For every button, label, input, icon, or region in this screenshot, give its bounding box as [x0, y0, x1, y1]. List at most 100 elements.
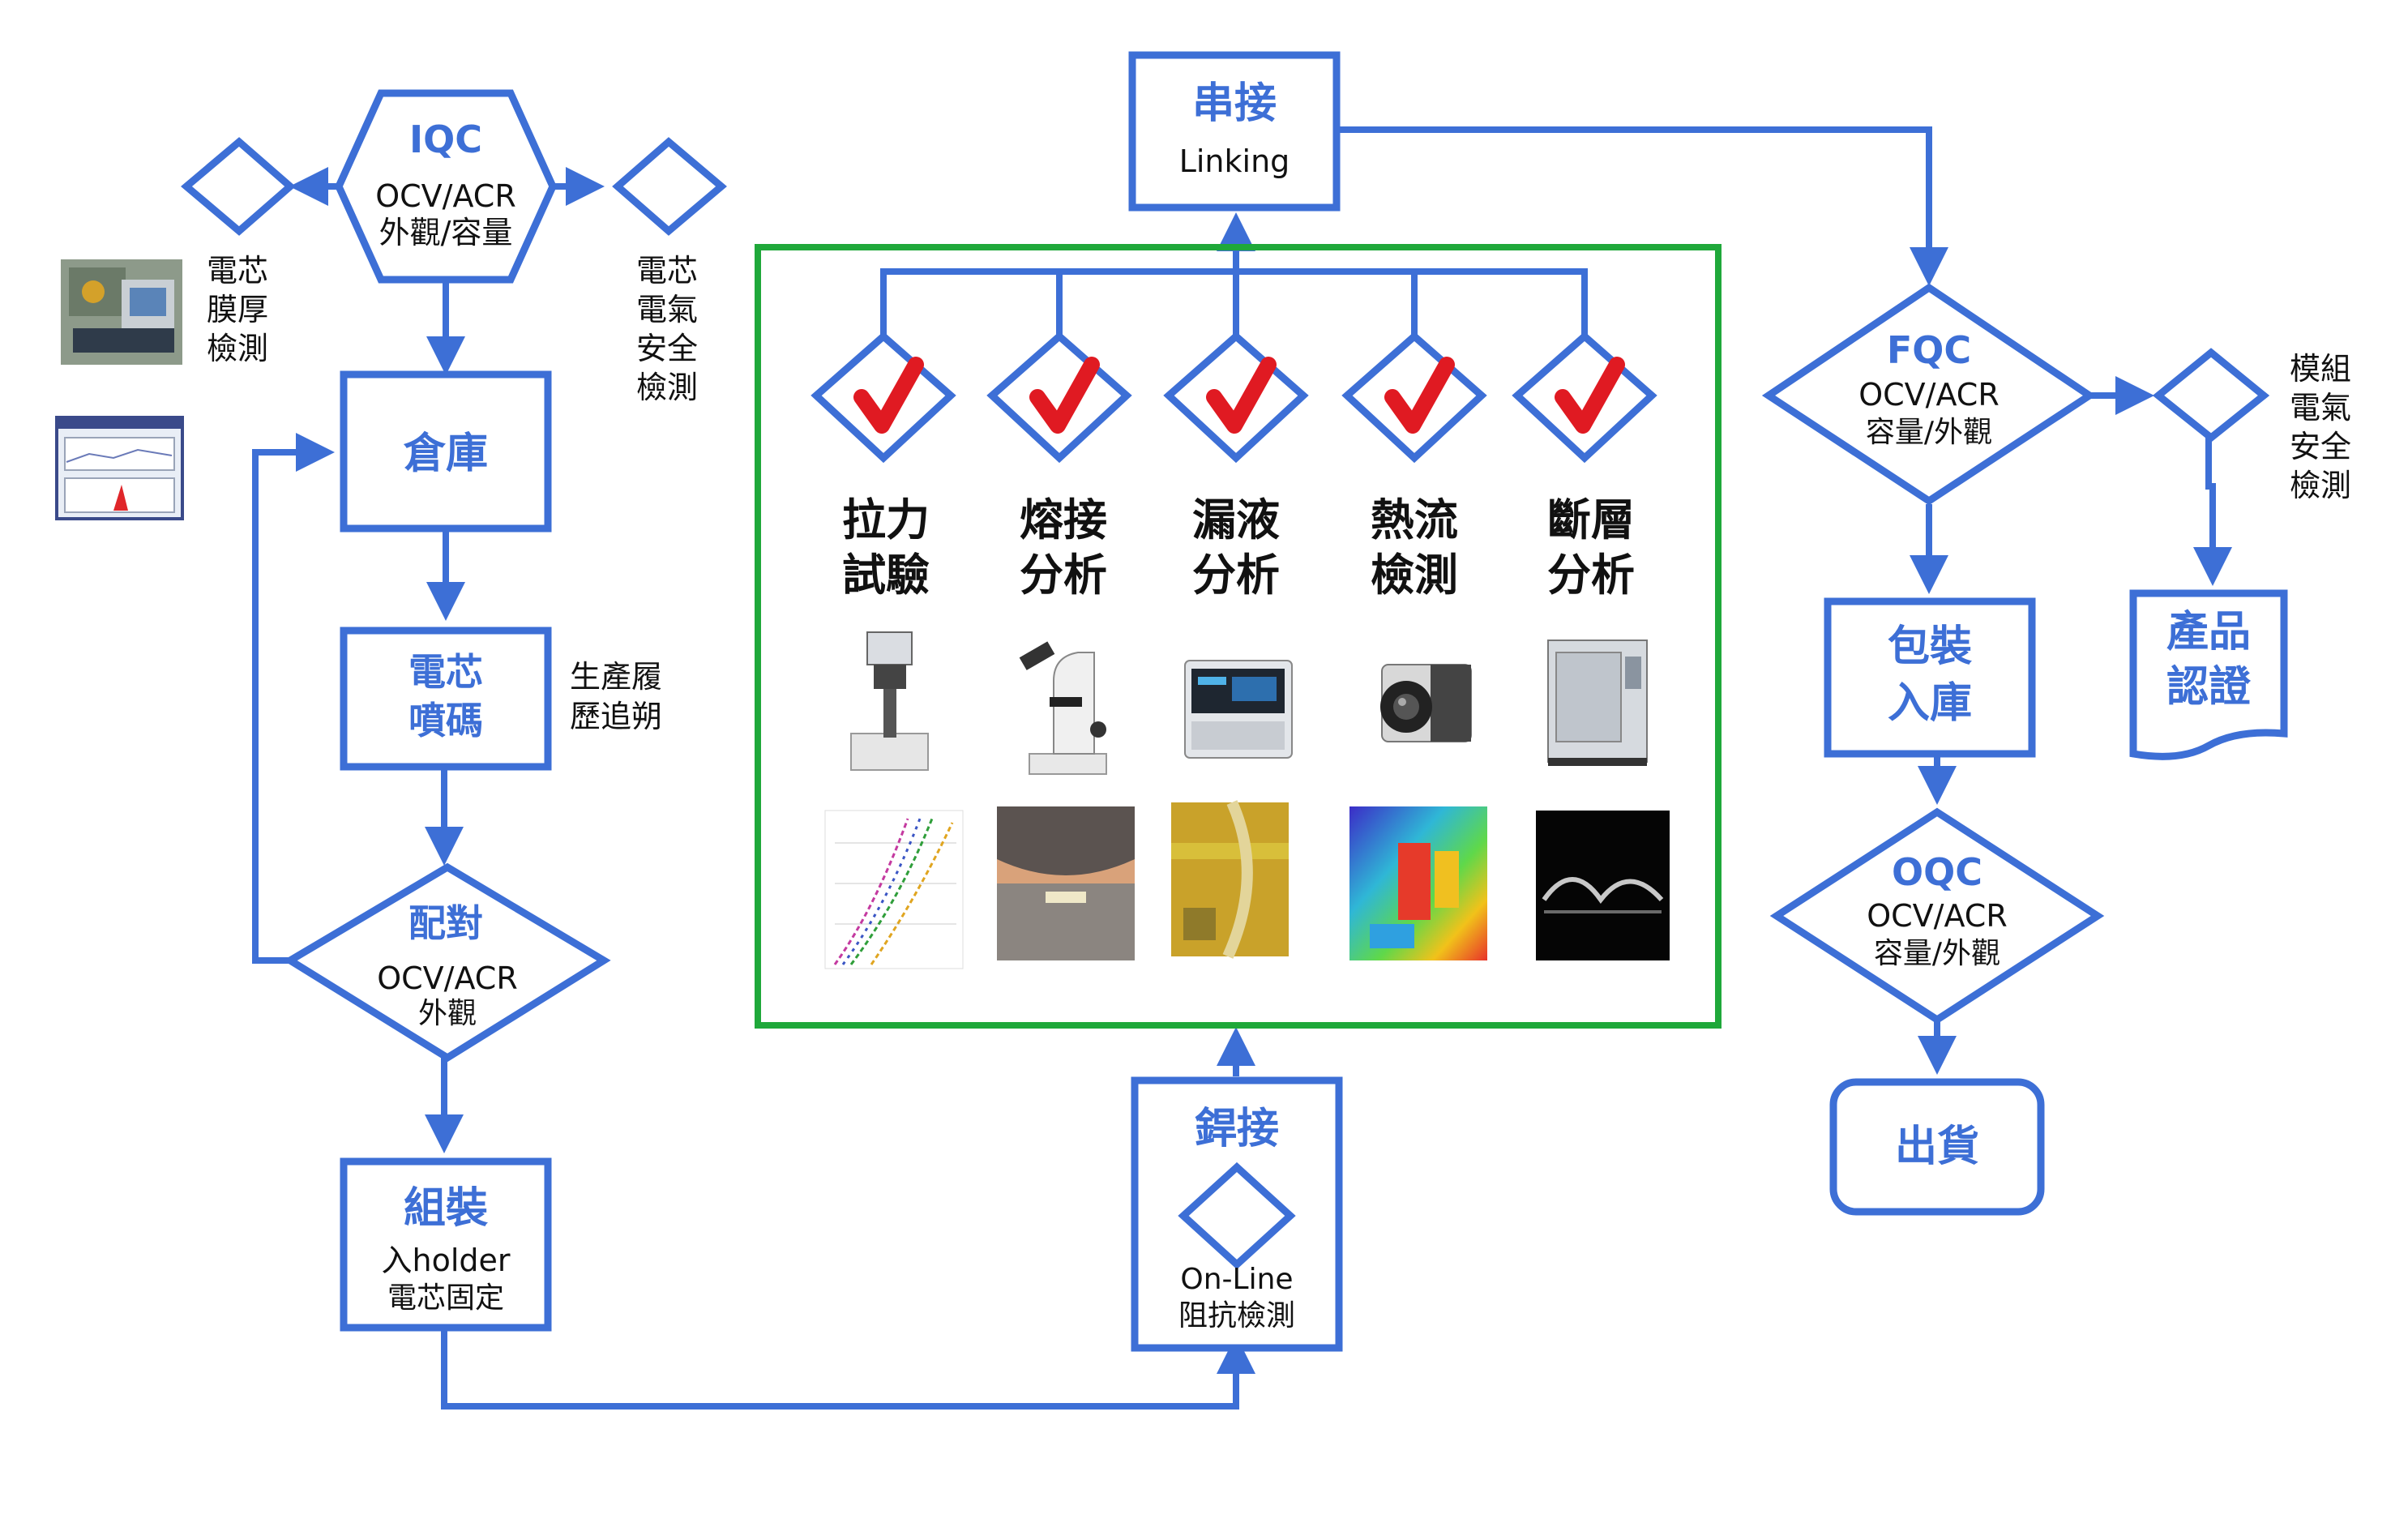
oqc-node[interactable]: OQC OCV/ACR 容量/外觀 [1769, 807, 2105, 1025]
fqc-title: FQC [1887, 328, 1971, 372]
left-inspection-line1: 電芯 [207, 253, 268, 289]
module-inspection-line4: 檢測 [2290, 468, 2351, 503]
packaging-line1: 包裝 [1888, 622, 1973, 671]
warehouse-node[interactable]: 倉庫 [340, 370, 552, 533]
matching-node[interactable]: 配對 OCV/ACR 外觀 [283, 862, 611, 1063]
iqc-line1: OCV/ACR [375, 178, 516, 214]
module-inspection-line2: 電氣 [2290, 390, 2351, 426]
online-check-diamond[interactable] [1178, 1161, 1296, 1270]
test-2-line1: 熔接 [1020, 494, 1107, 545]
module-decision-diamond[interactable] [2152, 348, 2270, 443]
right-inspection-line2: 電氣 [636, 292, 698, 327]
arrow-assembly-to-welding [441, 1329, 1255, 1410]
check-mark-icon [1384, 357, 1455, 434]
packaging-line2: 入庫 [1888, 679, 1972, 728]
arrow-matching-loop-to-warehouse [252, 433, 335, 964]
test-3-line1: 漏液 [1192, 494, 1280, 545]
fqc-line1: OCV/ACR [1858, 377, 2000, 413]
fqc-node[interactable]: FQC OCV/ACR 容量/外觀 [1761, 283, 2097, 506]
module-inspection-line1: 模組 [2290, 351, 2351, 387]
right-inspection-line3: 安全 [636, 331, 698, 366]
right-decision-diamond[interactable] [612, 137, 727, 236]
check-diamond-3[interactable] [1163, 332, 1309, 464]
test-1-line2: 試驗 [842, 550, 930, 601]
packaging-node[interactable]: 包裝 入庫 [1824, 597, 2036, 758]
matching-line2: 外觀 [418, 997, 477, 1030]
weld-cross-section [997, 806, 1135, 960]
check-mark-icon [1555, 357, 1625, 434]
shipping-node[interactable]: 出貨 [1829, 1078, 2045, 1216]
iqc-title: IQC [409, 118, 482, 161]
iqc-node[interactable]: IQC OCV/ACR 外觀/容量 [335, 89, 557, 284]
traceability-note-line2: 歷追朔 [570, 699, 662, 734]
certification-node[interactable]: 產品 認證 [2129, 589, 2288, 760]
test-5-line1: 斷層 [1547, 494, 1635, 545]
left-inspection-label: 電芯 膜厚 檢測 [207, 253, 268, 366]
thickness-gauge-icon [61, 259, 182, 365]
welding-line1: On-Line [1180, 1263, 1293, 1296]
test-3-line2: 分析 [1192, 550, 1280, 601]
module-inspection-label: 模組 電氣 安全 檢測 [2290, 351, 2351, 503]
test-labels: 拉力 試驗 熔接 分析 漏液 分析 熱流 檢測 斷層 分析 [842, 494, 1635, 601]
right-inspection-line1: 電芯 [636, 253, 698, 289]
certification-line2: 認證 [2166, 663, 2252, 712]
left-inspection-line3: 檢測 [207, 331, 268, 366]
ct-scanner-icon [1547, 640, 1648, 766]
destructive-test-frame [755, 244, 1722, 1029]
welding-node[interactable]: 銲接 On-Line 阻抗檢測 [1131, 1076, 1343, 1352]
iqc-line2: 外觀/容量 [379, 215, 513, 250]
check-mark-icon [1206, 357, 1277, 434]
fqc-line2: 容量/外觀 [1866, 416, 1992, 449]
assembly-node[interactable]: 組裝 入holder 電芯固定 [340, 1157, 552, 1332]
microscope-icon [1019, 641, 1107, 775]
tensile-tester-icon [850, 631, 929, 771]
connectors [252, 126, 2232, 1410]
welding-line2: 阻抗檢測 [1178, 1299, 1295, 1333]
inkjet-line2: 噴碼 [408, 699, 483, 742]
thermal-map-image [1349, 806, 1487, 960]
check-mark-icon [1029, 357, 1100, 434]
arrow-module-inspection-to-certification [2193, 438, 2232, 586]
left-inspection-line2: 膜厚 [207, 292, 268, 327]
assembly-line1: 入holder [381, 1243, 510, 1278]
test-2-line2: 分析 [1020, 550, 1107, 601]
inkjet-node[interactable]: 電芯 噴碼 [340, 627, 552, 771]
inkjet-line1: 電芯 [408, 650, 483, 694]
oqc-line1: OCV/ACR [1867, 898, 2008, 934]
thickness-report-icon [55, 416, 184, 520]
test-1-line1: 拉力 [842, 494, 930, 545]
certification-line1: 產品 [2166, 608, 2251, 657]
leak-sample-image [1171, 800, 1289, 959]
traceability-note-line1: 生產履 [570, 659, 662, 695]
check-diamond-4[interactable] [1341, 332, 1487, 464]
oqc-line2: 容量/外觀 [1874, 937, 2000, 970]
check-mark-icon [853, 357, 924, 434]
warehouse-title: 倉庫 [403, 430, 488, 478]
tensile-curve-chart [824, 810, 964, 969]
test-check-diamonds [811, 332, 1657, 464]
check-diamond-1[interactable] [811, 332, 956, 464]
check-diamond-5[interactable] [1512, 332, 1657, 464]
matching-title: 配對 [408, 901, 483, 945]
module-inspection-line3: 安全 [2290, 429, 2351, 464]
arrow-linking-to-fqc [1337, 126, 1948, 286]
leak-tester-icon [1184, 660, 1293, 759]
right-inspection-label: 電芯 電氣 安全 檢測 [636, 253, 698, 405]
oqc-title: OQC [1892, 850, 1982, 894]
shipping-title: 出貨 [1895, 1123, 1979, 1171]
linking-title: 串接 [1192, 79, 1277, 128]
right-inspection-line4: 檢測 [636, 370, 698, 405]
linking-node[interactable]: 串接 Linking [1128, 51, 1341, 212]
welding-title: 銲接 [1195, 1105, 1279, 1153]
linking-subtitle: Linking [1179, 143, 1290, 179]
matching-line1: OCV/ACR [377, 960, 518, 996]
thermal-camera-icon [1380, 664, 1472, 742]
assembly-line2: 電芯固定 [387, 1281, 504, 1315]
test-5-line2: 分析 [1547, 550, 1635, 601]
check-diamond-2[interactable] [986, 332, 1132, 464]
ct-slice-image [1536, 811, 1670, 960]
test-4-line2: 檢測 [1371, 550, 1458, 601]
left-decision-diamond[interactable] [181, 137, 296, 236]
assembly-title: 組裝 [404, 1184, 489, 1233]
